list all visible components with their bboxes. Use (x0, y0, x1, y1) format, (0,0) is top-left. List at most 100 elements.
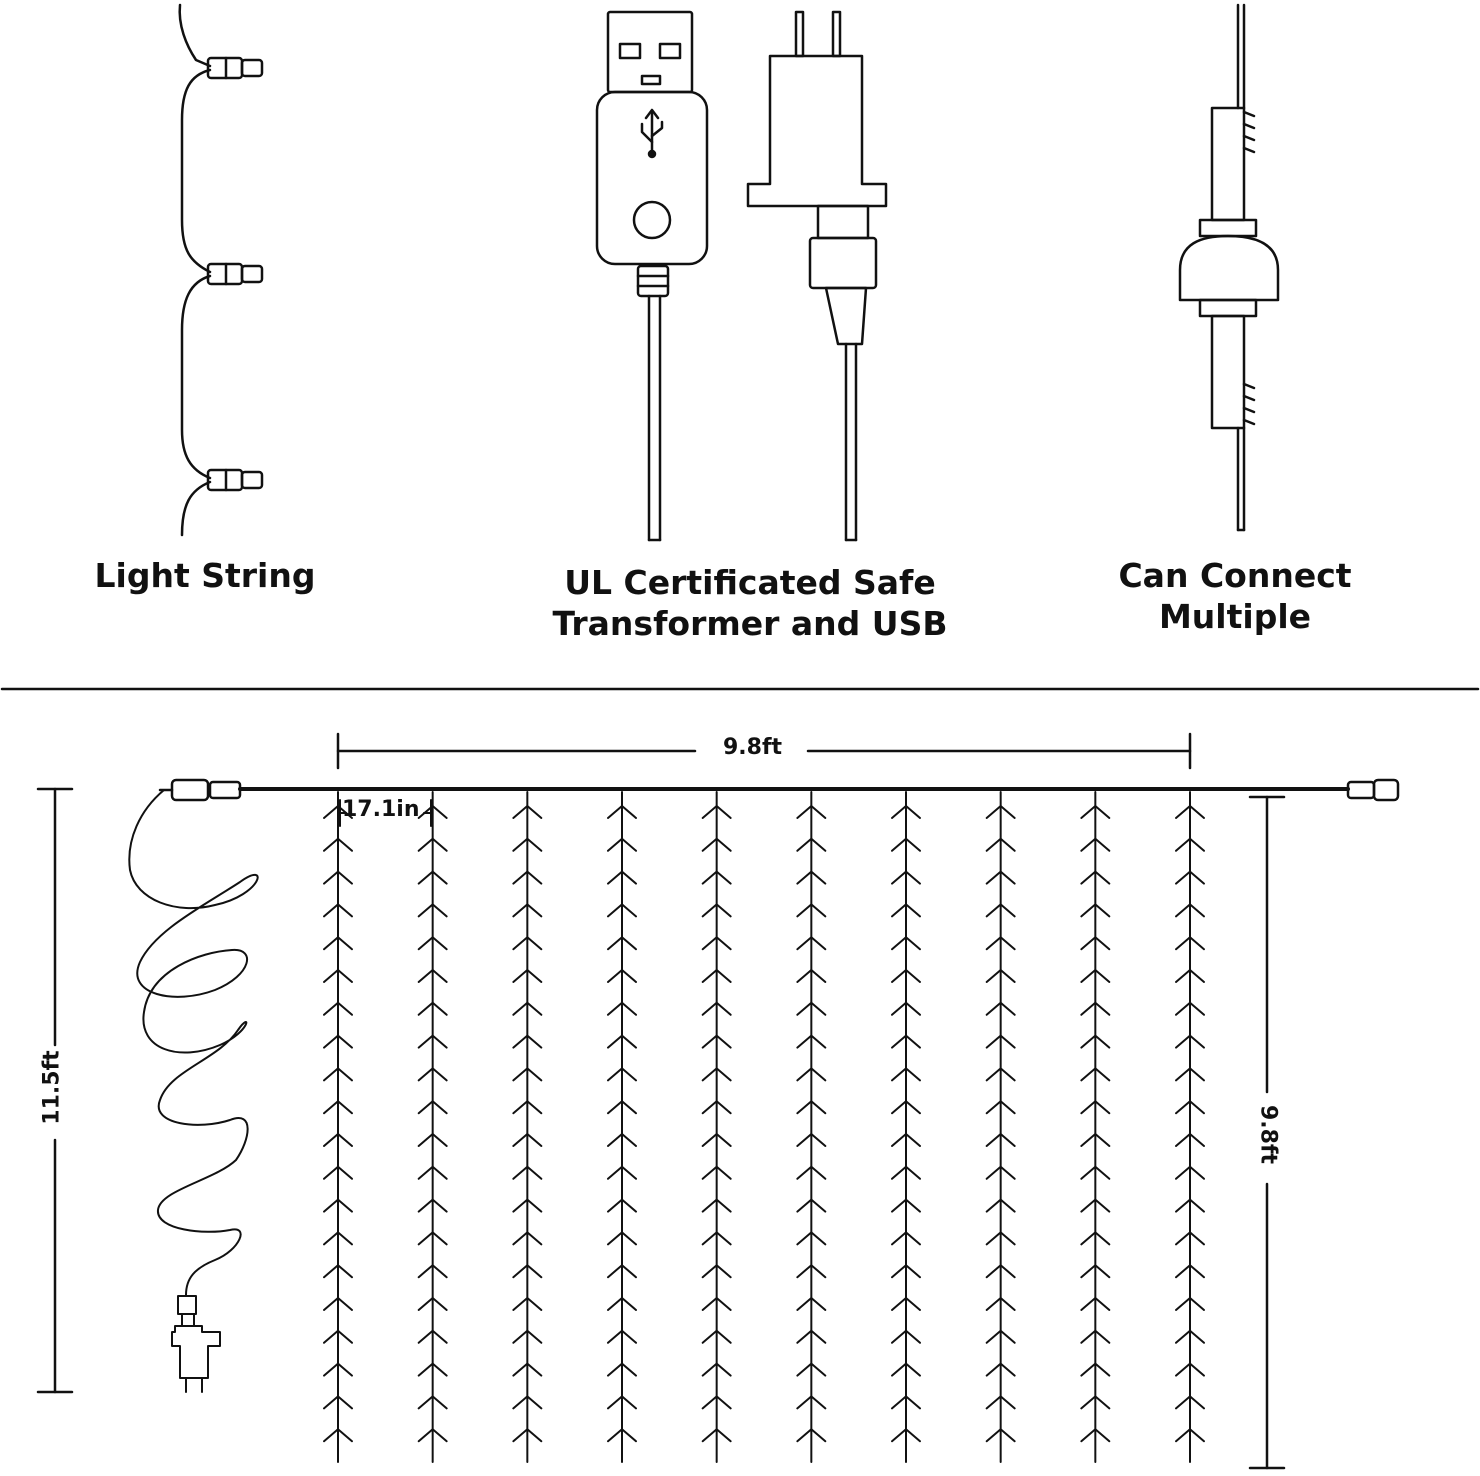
light-bulb-stub (417, 1034, 448, 1049)
light-bulb-stub (323, 936, 353, 951)
light-bulb-stub (985, 870, 1016, 885)
light-bulb-stub (1080, 1231, 1111, 1246)
top-cable (158, 778, 1400, 802)
bulb-socket (206, 468, 264, 492)
power-adapter-icon (746, 10, 888, 542)
light-bulb-stub (607, 837, 637, 852)
light-bulb-stub (985, 1067, 1016, 1082)
bulb-socket (206, 262, 264, 286)
light-bulb-stub (796, 870, 827, 885)
connector-icon (1178, 3, 1280, 532)
light-bulb-stub (1080, 1297, 1111, 1311)
light-bulb-stub (1080, 1001, 1111, 1016)
light-bulb-stub (891, 936, 921, 951)
light-bulb-stub (1080, 837, 1111, 852)
curtain-strand (607, 791, 637, 1463)
light-bulb-stub (985, 1100, 1016, 1115)
total-height-dimension-line (36, 787, 74, 1394)
light-bulb-stub (1080, 870, 1111, 885)
light-bulb-stub (323, 1198, 353, 1213)
caption-transformer-usb: UL Certificated Safe Transformer and USB (552, 563, 948, 643)
light-bulb-stub (607, 1133, 637, 1147)
light-bulb-stub (607, 1395, 637, 1410)
light-bulb-stub (417, 969, 448, 983)
light-bulb-stub (796, 969, 827, 983)
light-bulb-stub (607, 1100, 637, 1115)
light-bulb-stub (417, 1297, 448, 1311)
light-bulb-stub (607, 1001, 637, 1016)
light-bulb-stub (512, 1264, 543, 1279)
light-bulb-stub (323, 1395, 353, 1410)
light-bulb-stub (985, 1329, 1016, 1344)
light-bulb-stub (1175, 870, 1205, 885)
light-bulb-stub (891, 1329, 921, 1344)
light-bulb-stub (701, 1165, 732, 1180)
light-bulb-stub (1175, 1034, 1205, 1049)
light-bulb-stub (891, 1198, 921, 1213)
light-bulb-stub (701, 1034, 732, 1049)
light-bulb-stub (796, 805, 827, 819)
light-bulb-stub (985, 1165, 1016, 1180)
light-bulb-stub (985, 1264, 1016, 1279)
light-bulb-stub (796, 1067, 827, 1082)
curtain-strand (1175, 791, 1205, 1463)
light-bulb-stub (1175, 903, 1205, 918)
light-bulb-stub (701, 1001, 732, 1016)
curtain-strand (796, 791, 827, 1463)
light-bulb-stub (417, 870, 448, 885)
curtain-width-label: 9.8ft (700, 735, 805, 760)
light-bulb-stub (985, 969, 1016, 983)
light-bulb-stub (985, 805, 1016, 819)
light-bulb-stub (701, 1067, 732, 1082)
light-bulb-stub (417, 936, 448, 951)
light-bulb-stub (701, 1100, 732, 1115)
light-bulb-stub (323, 837, 353, 852)
light-bulb-stub (701, 936, 732, 951)
light-bulb-stub (323, 1297, 353, 1311)
light-bulb-stub (1175, 1067, 1205, 1082)
light-bulb-stub (1175, 1100, 1205, 1115)
light-bulb-stub (512, 805, 543, 819)
light-bulb-stub (323, 1231, 353, 1246)
light-bulb-stub (607, 1297, 637, 1311)
light-bulb-stub (1080, 1428, 1111, 1443)
light-bulb-stub (891, 1395, 921, 1410)
light-bulb-stub (701, 1231, 732, 1246)
curtain-strand (323, 791, 353, 1463)
light-bulb-stub (1175, 1329, 1205, 1344)
light-bulb-stub (796, 936, 827, 951)
curtain-strand (417, 791, 448, 1463)
light-bulb-stub (607, 805, 637, 819)
light-bulb-stub (417, 837, 448, 852)
light-bulb-stub (607, 936, 637, 951)
light-bulb-stub (891, 969, 921, 983)
light-bulb-stub (701, 805, 732, 819)
light-bulb-stub (985, 1428, 1016, 1443)
light-bulb-stub (607, 870, 637, 885)
light-bulb-stub (323, 870, 353, 885)
light-bulb-stub (1080, 1264, 1111, 1279)
light-bulb-stub (796, 1329, 827, 1344)
light-bulb-stub (985, 1133, 1016, 1147)
light-bulb-stub (607, 1362, 637, 1377)
light-bulb-stub (417, 1067, 448, 1082)
light-bulb-stub (512, 1034, 543, 1049)
light-bulb-stub (417, 1198, 448, 1213)
light-bulb-stub (891, 1428, 921, 1443)
light-bulb-stub (796, 1133, 827, 1147)
light-bulb-stub (607, 1428, 637, 1443)
light-bulb-stub (796, 1395, 827, 1410)
power-lead-cord (128, 789, 259, 1296)
light-bulb-stub (985, 1001, 1016, 1016)
light-bulb-stub (1080, 1034, 1111, 1049)
curtain-strand (701, 791, 732, 1463)
light-bulb-stub (1175, 1001, 1205, 1016)
light-bulb-stub (985, 837, 1016, 852)
light-bulb-stub (796, 1001, 827, 1016)
light-bulb-stub (985, 1395, 1016, 1410)
light-bulb-stub (796, 1231, 827, 1246)
light-bulb-stub (1080, 1100, 1111, 1115)
light-bulb-stub (1175, 1264, 1205, 1279)
light-bulb-stub (1080, 1067, 1111, 1082)
light-bulb-stub (417, 903, 448, 918)
